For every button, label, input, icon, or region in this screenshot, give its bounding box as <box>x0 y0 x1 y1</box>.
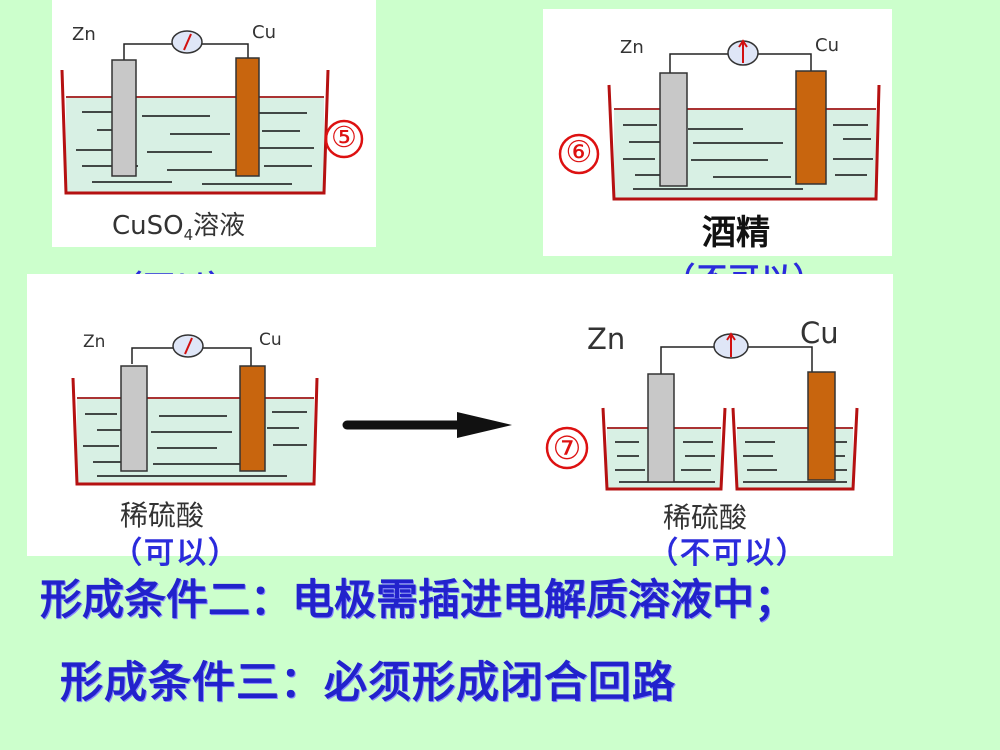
solution-formula: CuSO <box>112 211 184 241</box>
solution-tail: 溶液 <box>193 211 246 241</box>
experiment-number: ⑦ <box>552 429 582 467</box>
beaker <box>71 377 319 486</box>
electrolyte-liquid <box>614 109 876 199</box>
anode-label-right: Zn <box>587 322 626 356</box>
condition-three: 形成条件三：必须形成闭合回路 <box>60 658 676 708</box>
wire <box>660 346 813 374</box>
anode-label: Zn <box>72 24 96 45</box>
cathode-label-right: Cu <box>800 316 839 350</box>
solution-subscript: 4 <box>183 226 194 245</box>
left-cell-beaker <box>601 407 727 491</box>
cathode-label-left: Cu <box>259 330 282 350</box>
number-circle <box>545 426 589 470</box>
cathode-label: Cu <box>252 22 276 43</box>
beaker <box>60 69 330 195</box>
zinc-electrode <box>647 373 675 483</box>
experiment-6-diagram <box>558 39 881 201</box>
experiment-number: ⑥ <box>565 135 593 170</box>
experiment-number: ⑤ <box>331 120 357 154</box>
zinc-electrode <box>120 365 148 472</box>
zinc-electrode <box>659 72 688 187</box>
solution-label: CuSO4溶液 <box>112 205 245 244</box>
arrow-head-icon <box>457 412 512 438</box>
experiment-7-diagram <box>71 332 859 491</box>
solution-label-right: 稀硫酸 <box>663 501 748 534</box>
experiment-left-verdict: （可以） <box>112 536 240 571</box>
anode-label: Zn <box>620 37 644 58</box>
copper-electrode <box>239 365 266 472</box>
copper-electrode <box>807 371 836 481</box>
experiment-7-panel: Zn Cu 稀硫酸 Zn Cu ⑦ 稀硫酸 <box>27 274 893 556</box>
experiment-7-verdict: （不可以） <box>648 536 808 571</box>
copper-electrode <box>795 70 827 185</box>
solution-label: 酒精 <box>702 213 770 253</box>
wire <box>131 347 252 366</box>
galvanometer-needle <box>184 337 193 355</box>
cathode-label: Cu <box>815 35 839 56</box>
zinc-electrode <box>111 59 137 177</box>
wire <box>669 53 812 73</box>
anode-label-left: Zn <box>83 332 106 352</box>
number-circle <box>558 133 600 175</box>
wire <box>123 43 249 60</box>
experiment-6-panel: Zn Cu ⑥ 酒精 <box>543 9 892 256</box>
galvanometer-needle <box>183 33 192 51</box>
number-circle <box>324 119 364 159</box>
experiment-5-diagram <box>60 30 364 195</box>
experiment-5-panel: Zn Cu ⑤ CuSO4溶液 <box>52 0 376 247</box>
condition-two: 形成条件二：电极需插进电解质溶液中； <box>40 575 797 624</box>
right-cell-beaker <box>731 407 859 491</box>
copper-electrode <box>235 57 260 177</box>
solution-label-left: 稀硫酸 <box>120 499 205 532</box>
electrolyte-liquid <box>77 398 314 484</box>
liquid-hatching <box>83 411 307 477</box>
beaker <box>607 84 881 201</box>
